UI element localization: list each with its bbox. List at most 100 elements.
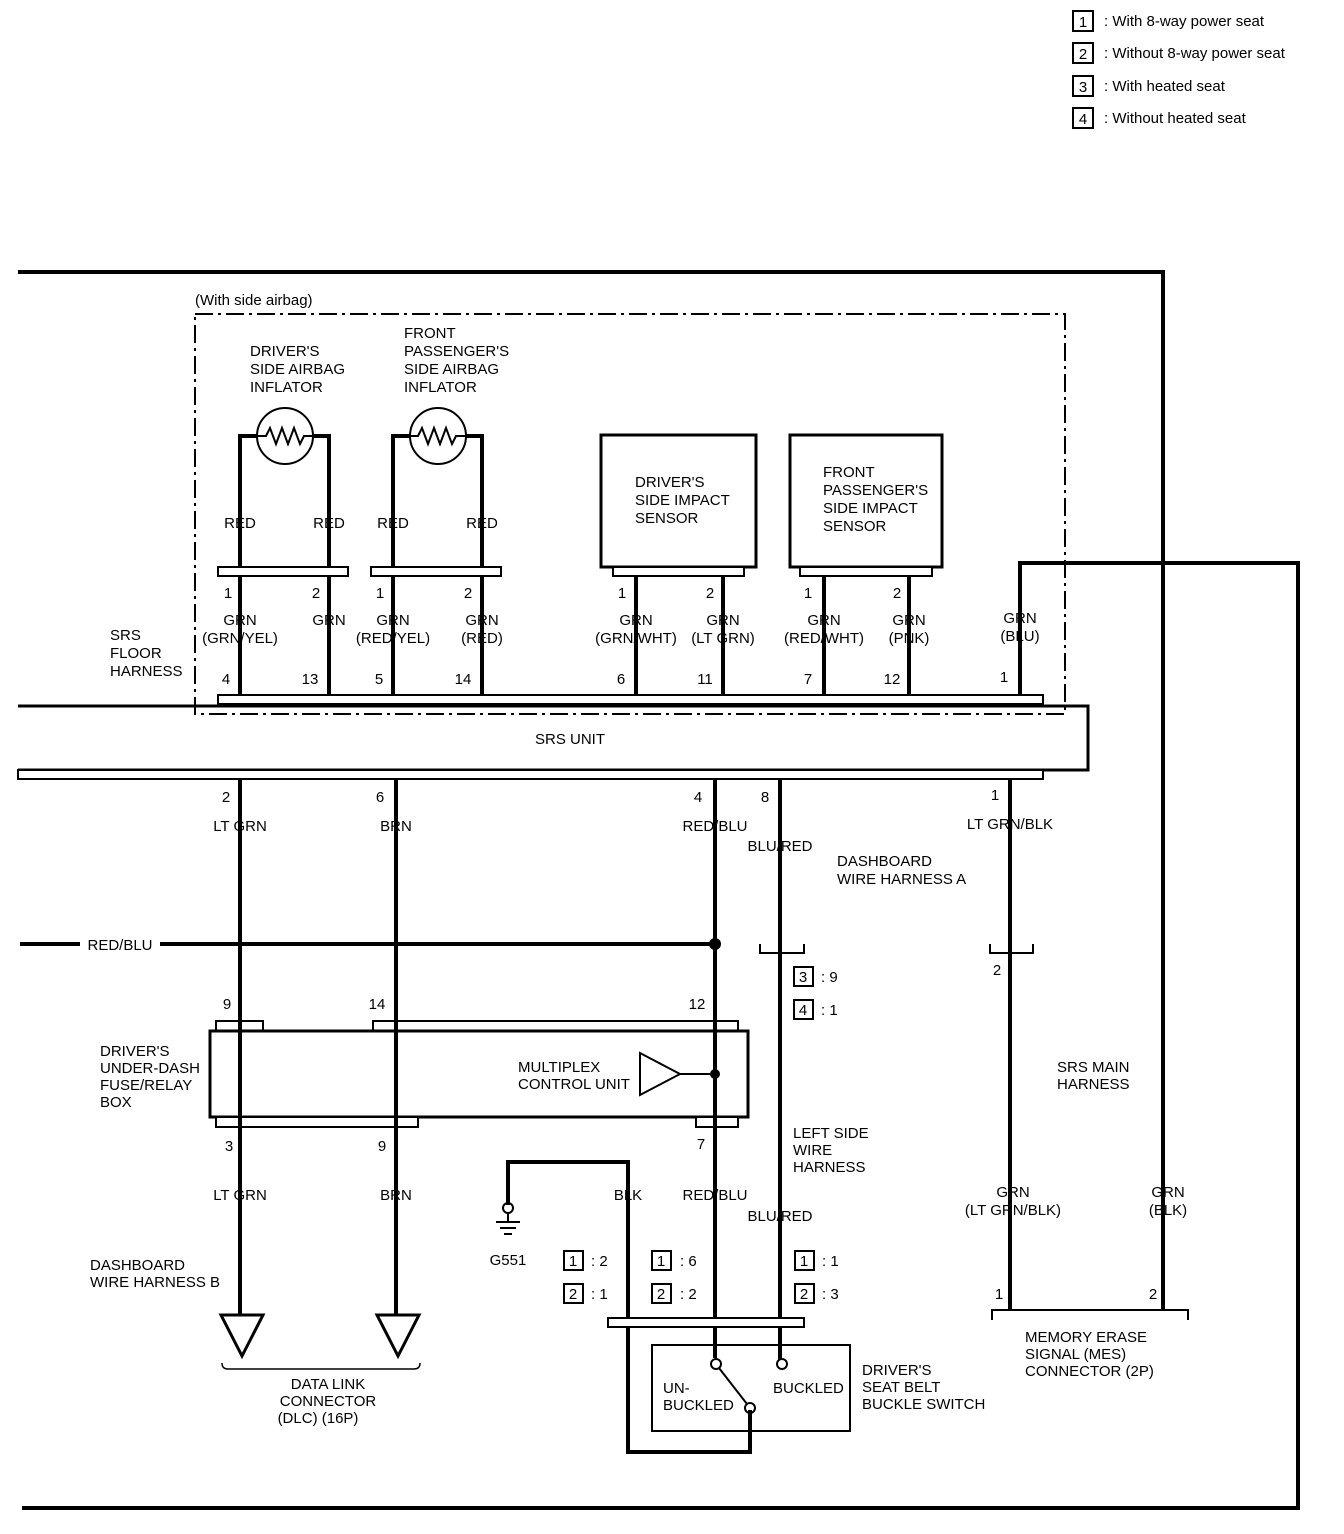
svg-text:1: 1 <box>991 787 999 804</box>
svg-text:: 3: : 3 <box>822 1286 839 1303</box>
svg-text:PASSENGER'S: PASSENGER'S <box>823 482 928 499</box>
svg-text:BLU/RED: BLU/RED <box>747 1208 812 1225</box>
svg-text:DRIVER'S: DRIVER'S <box>635 474 705 491</box>
svg-text:9: 9 <box>223 996 231 1013</box>
svg-text:GRN: GRN <box>376 612 409 629</box>
svg-text:2: 2 <box>993 962 1001 979</box>
legend-item-1: 1 : With 8-way power seat <box>1072 10 1265 32</box>
legend-box-3 <box>1072 75 1094 97</box>
svg-text:RED: RED <box>313 515 345 532</box>
svg-text:(PNK): (PNK) <box>889 630 930 647</box>
svg-text:FUSE/RELAY: FUSE/RELAY <box>100 1077 192 1094</box>
svg-text:: 1: : 1 <box>821 1002 838 1019</box>
legend-num: 4 <box>1079 111 1087 128</box>
svg-text:SIGNAL (MES): SIGNAL (MES) <box>1025 1346 1126 1363</box>
svg-text:INFLATOR: INFLATOR <box>404 379 477 396</box>
svg-text:(GRN/YEL): (GRN/YEL) <box>202 630 278 647</box>
inline-connector-blu-red <box>759 944 805 954</box>
svg-text:2: 2 <box>706 585 714 602</box>
svg-text:RED/BLU: RED/BLU <box>682 818 747 835</box>
svg-text:HARNESS: HARNESS <box>793 1159 866 1176</box>
svg-text:1: 1 <box>376 585 384 602</box>
memory-erase-signal-connector: 1 2 MEMORY ERASE SIGNAL (MES) CONNECTOR … <box>991 1286 1189 1380</box>
svg-text:LT GRN: LT GRN <box>213 1187 267 1204</box>
svg-text:DRIVER'S: DRIVER'S <box>862 1362 932 1379</box>
svg-text:: 6: : 6 <box>680 1253 697 1270</box>
driver-side-airbag-inflator: DRIVER'S SIDE AIRBAG INFLATOR <box>238 343 345 577</box>
svg-text:GRN: GRN <box>892 612 925 629</box>
legend-item-2: 2 : Without 8-way power seat <box>1072 42 1286 64</box>
inflator-connector <box>217 566 349 577</box>
svg-text:9: 9 <box>378 1138 386 1155</box>
svg-text:6: 6 <box>376 789 384 806</box>
svg-text:SIDE AIRBAG: SIDE AIRBAG <box>250 361 345 378</box>
svg-text:SENSOR: SENSOR <box>823 518 887 535</box>
svg-text:BLU/RED: BLU/RED <box>747 838 812 855</box>
svg-text:14: 14 <box>369 996 386 1013</box>
passenger-side-airbag-inflator: FRONT PASSENGER'S SIDE AIRBAG INFLATOR <box>391 325 509 577</box>
seat-belt-buckle-switch: UN- BUCKLED BUCKLED DRIVER'S SEAT BELT B… <box>607 1317 985 1454</box>
legend-text: : Without 8-way power seat <box>1104 45 1286 62</box>
red-blu-left-label: RED/BLU <box>87 937 152 954</box>
svg-text:(LT GRN/BLK): (LT GRN/BLK) <box>965 1202 1061 1219</box>
svg-text:4: 4 <box>222 671 230 688</box>
svg-text:1: 1 <box>224 585 232 602</box>
inline-connector-ltgrn-blk: 2 <box>989 944 1034 979</box>
legend-box-2 <box>1072 42 1094 64</box>
svg-text:12: 12 <box>884 671 901 688</box>
svg-text:3: 3 <box>225 1138 233 1155</box>
amplifier-icon <box>639 1051 683 1097</box>
svg-text:RED: RED <box>377 515 409 532</box>
svg-text:PASSENGER'S: PASSENGER'S <box>404 343 509 360</box>
svg-text:WIRE HARNESS A: WIRE HARNESS A <box>837 871 966 888</box>
svg-text:MULTIPLEX: MULTIPLEX <box>518 1059 600 1076</box>
dashboard-wire-harness-b-label: DASHBOARD WIRE HARNESS B <box>90 1257 220 1291</box>
svg-text:: 1: : 1 <box>591 1286 608 1303</box>
data-link-connector: DATA LINK CONNECTOR (DLC) (16P) <box>218 1313 422 1427</box>
dlc-terminal-icon <box>218 1313 266 1360</box>
svg-text:: 2: : 2 <box>680 1286 697 1303</box>
svg-text:UN-: UN- <box>663 1380 690 1397</box>
svg-text:5: 5 <box>375 671 383 688</box>
svg-text:WIRE: WIRE <box>793 1142 832 1159</box>
svg-text:CONNECTOR: CONNECTOR <box>280 1393 377 1410</box>
srs-floor-harness-label: SRS FLOOR HARNESS <box>110 627 183 680</box>
left-side-wire-harness-label: LEFT SIDE WIRE HARNESS <box>793 1125 869 1176</box>
svg-text:BUCKLED: BUCKLED <box>773 1380 844 1397</box>
ground-icon <box>496 1213 520 1235</box>
svg-text:(BLK): (BLK) <box>1149 1202 1187 1219</box>
svg-text:12: 12 <box>689 996 706 1013</box>
svg-text:MEMORY ERASE: MEMORY ERASE <box>1025 1329 1147 1346</box>
svg-text:SEAT BELT: SEAT BELT <box>862 1379 940 1396</box>
svg-text:2: 2 <box>222 789 230 806</box>
legend-box-4 <box>1072 107 1094 129</box>
svg-text:1: 1 <box>995 1286 1003 1303</box>
svg-text:SRS: SRS <box>110 627 141 644</box>
svg-text:GRN: GRN <box>312 612 345 629</box>
grn-blu-loop-wire <box>22 561 1300 1510</box>
legend-item-3: 3 : With heated seat <box>1072 75 1226 97</box>
svg-text:WIRE HARNESS B: WIRE HARNESS B <box>90 1274 220 1291</box>
svg-text:(LT GRN): (LT GRN) <box>691 630 755 647</box>
svg-text:SIDE IMPACT: SIDE IMPACT <box>635 492 730 509</box>
svg-text:DRIVER'S: DRIVER'S <box>250 343 320 360</box>
svg-text:2: 2 <box>1149 1286 1157 1303</box>
svg-text:LT GRN: LT GRN <box>213 818 267 835</box>
svg-text:14: 14 <box>455 671 472 688</box>
svg-text:6: 6 <box>617 671 625 688</box>
legend: 1 : With 8-way power seat 2 : Without 8-… <box>1072 10 1286 129</box>
multiplex-control-unit: MULTIPLEX CONTROL UNIT <box>518 1051 720 1097</box>
svg-text:GRN: GRN <box>706 612 739 629</box>
side-airbag-note: (With side airbag) <box>195 292 313 309</box>
svg-text:LT GRN/BLK: LT GRN/BLK <box>967 816 1053 833</box>
svg-text:CONTROL UNIT: CONTROL UNIT <box>518 1076 630 1093</box>
svg-text:2: 2 <box>569 1286 577 1303</box>
buckle-option-pins: 1 : 2 2 : 1 1 : 6 2 : 2 1 : 1 2 : 3 <box>563 1250 839 1304</box>
svg-text:BRN: BRN <box>380 818 412 835</box>
svg-text:(BLU): (BLU) <box>1000 628 1039 645</box>
svg-text:RED: RED <box>224 515 256 532</box>
svg-text:1: 1 <box>804 585 812 602</box>
legend-text: : With heated seat <box>1104 78 1226 95</box>
svg-text:DATA LINK: DATA LINK <box>291 1376 365 1393</box>
